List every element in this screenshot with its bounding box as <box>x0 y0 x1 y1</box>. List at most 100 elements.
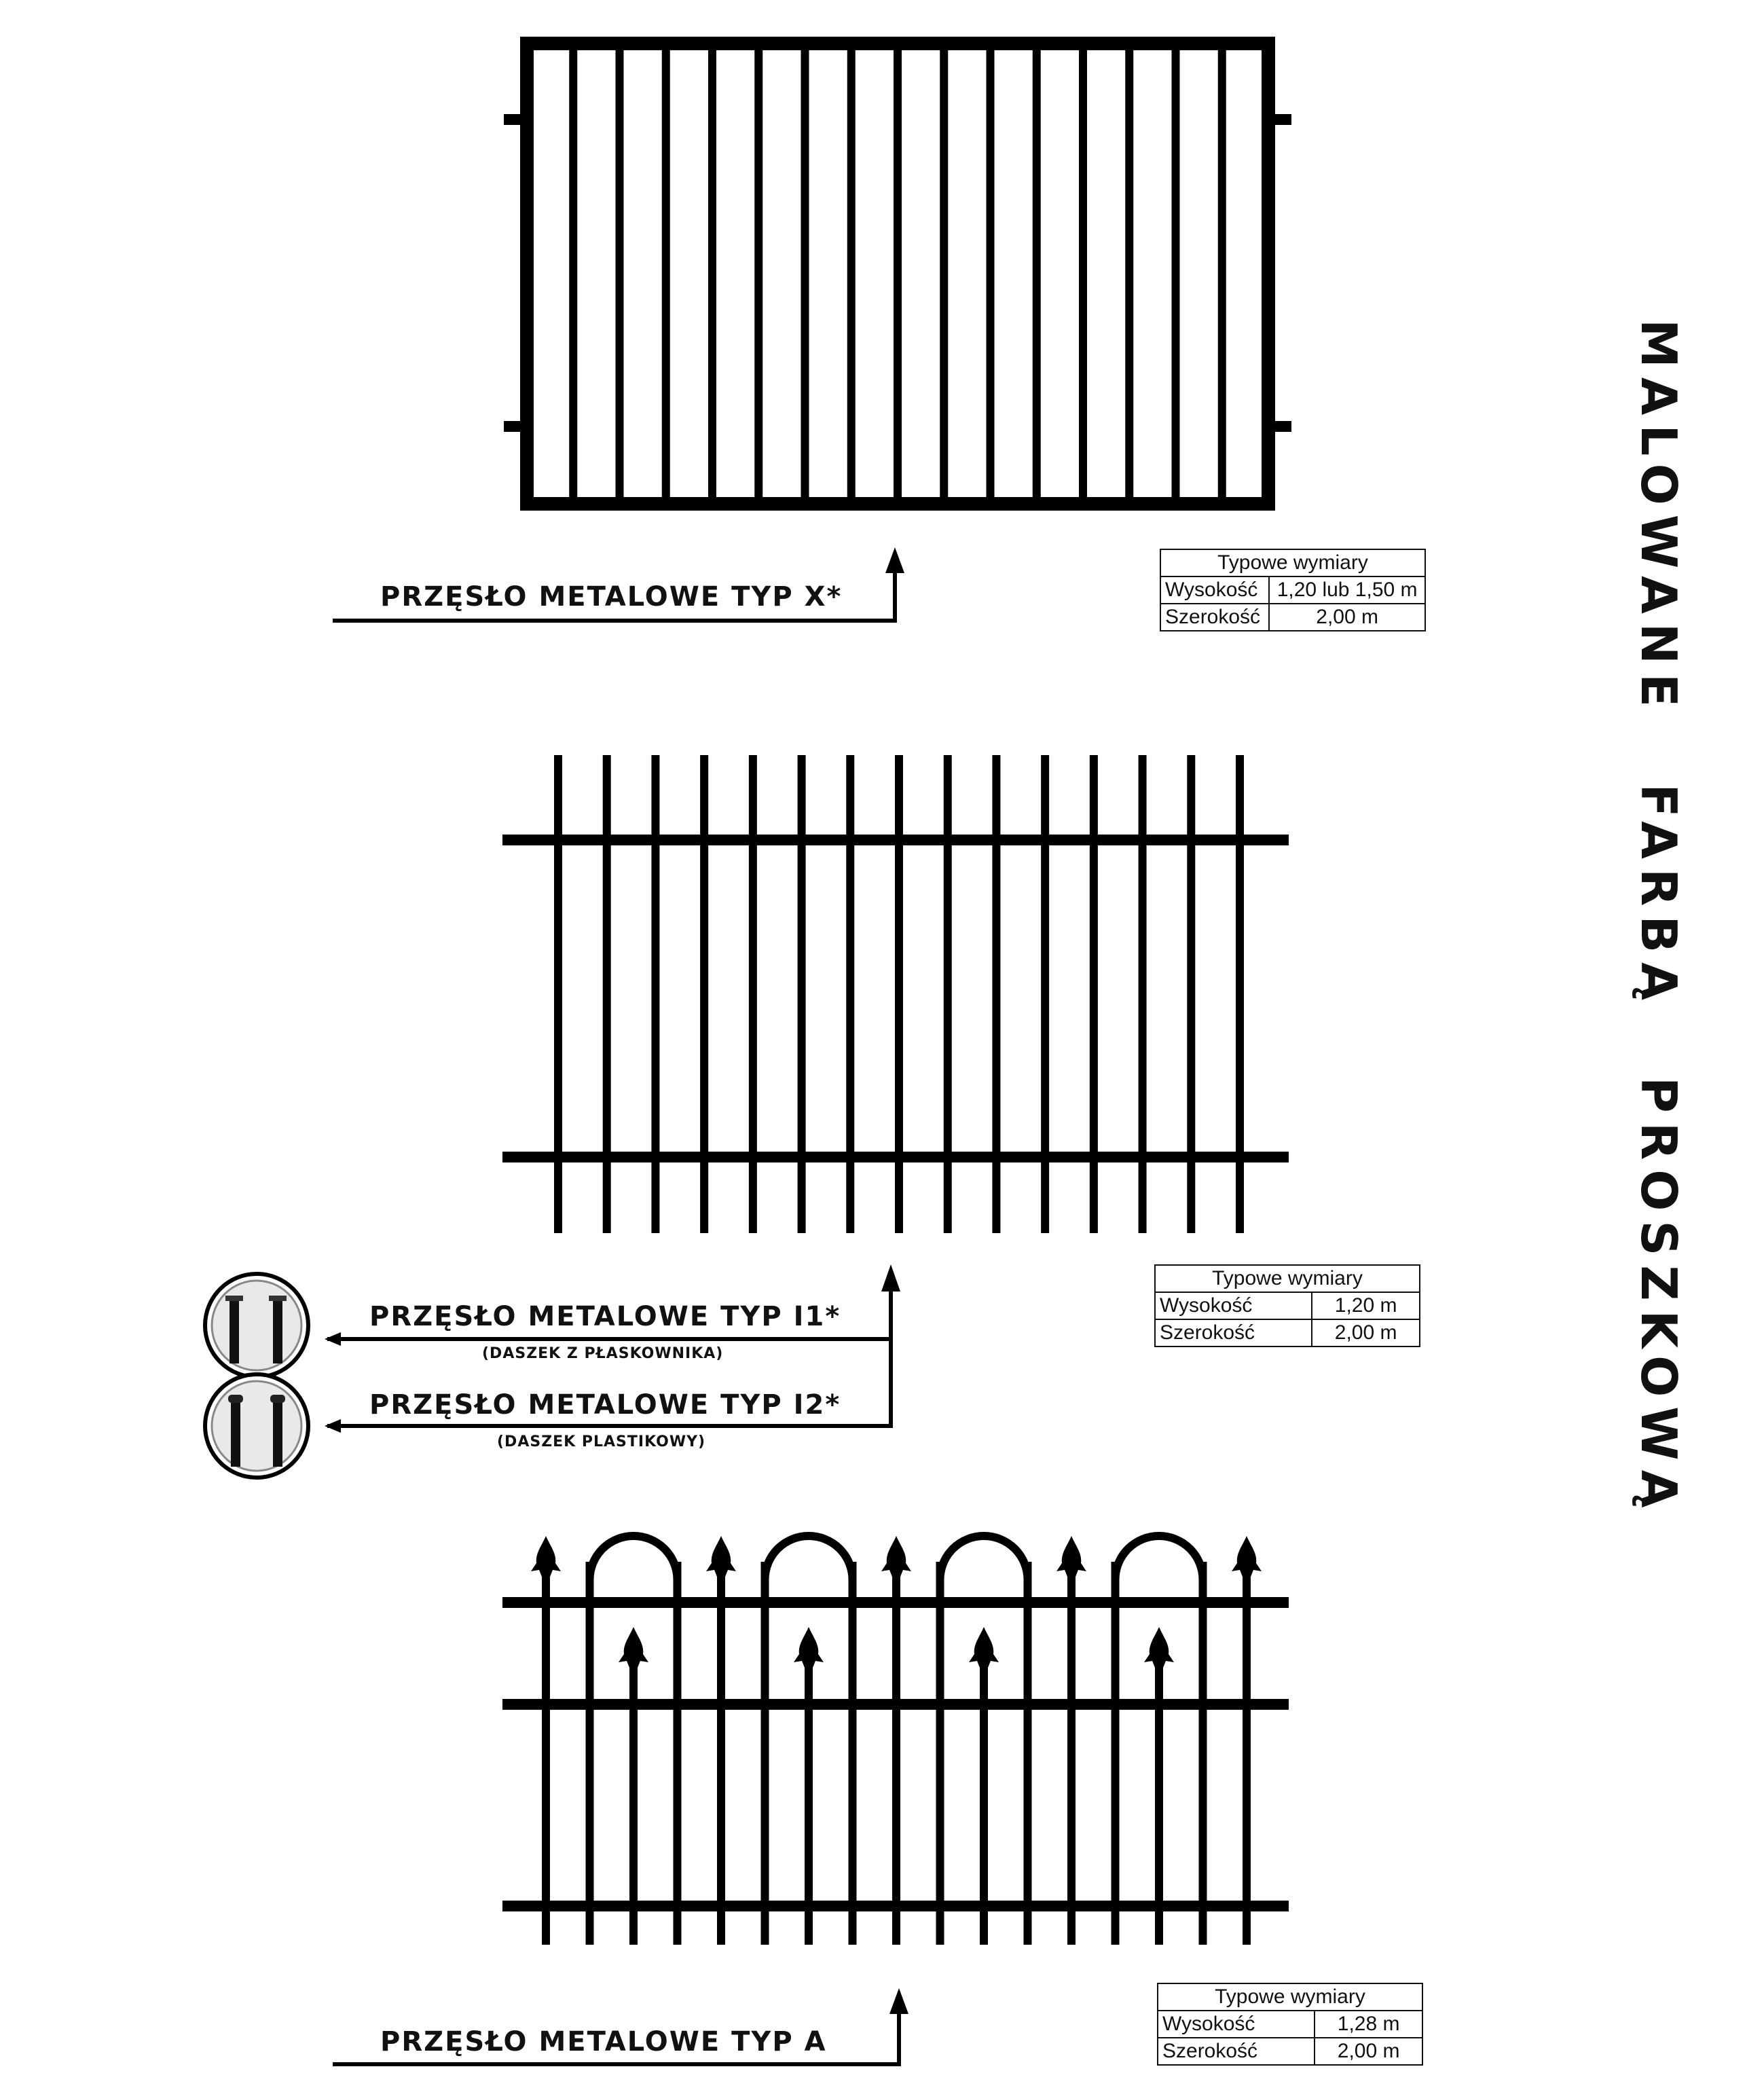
bars-a <box>531 1536 1262 1945</box>
dims-header: Typowe wymiary <box>1154 1264 1420 1293</box>
bar-i <box>1041 755 1050 1233</box>
dims-value: 1,20 m <box>1311 1292 1420 1320</box>
bar-i <box>846 755 855 1233</box>
dims-header: Typowe wymiary <box>1160 549 1426 577</box>
bar-x <box>1217 43 1226 504</box>
bar-x <box>847 43 856 504</box>
arch-a <box>936 1532 1032 1604</box>
rail-2-a <box>502 1699 1289 1710</box>
panel-i2-label: PRZĘSŁO METALOWE TYP I2* <box>369 1389 841 1421</box>
bar-x <box>615 43 624 504</box>
label-arrow-a: PRZĘSŁO METALOWE TYP A <box>333 1988 908 2066</box>
panel-i1-note: (DASZEK Z PŁASKOWNIKA) <box>482 1345 723 1362</box>
dims-key: Szerokość <box>1159 603 1270 631</box>
arch-a <box>1111 1532 1207 1604</box>
spear-finial <box>1144 1627 1174 1668</box>
arch-a <box>585 1532 682 1604</box>
bar-i <box>1138 755 1147 1233</box>
label-arrow-i: PRZĘSŁO METALOWE TYP I1* (DASZEK Z PŁASK… <box>325 1264 900 1450</box>
bar-i <box>1187 755 1196 1233</box>
bar-a-short <box>1155 1657 1163 1945</box>
bar-i <box>797 755 806 1233</box>
bar-x <box>661 43 670 504</box>
bar-x <box>1032 43 1041 504</box>
bar-i <box>700 755 709 1233</box>
bar-x <box>940 43 949 504</box>
panel-i2-note: (DASZEK PLASTIKOWY) <box>497 1433 705 1450</box>
bar-i <box>895 755 903 1233</box>
rail-1-a <box>502 1597 1289 1608</box>
panel-a-label: PRZĘSŁO METALOWE TYP A <box>380 2026 827 2057</box>
side-title-text: MALOWANE FARBĄ PROSZKOWĄ <box>1630 319 1687 1518</box>
dims-key: Wysokość <box>1156 2010 1316 2038</box>
dims-header: Typowe wymiary <box>1157 1983 1423 2011</box>
bar-a-arch <box>1198 1562 1207 1945</box>
spear-finial <box>531 1536 561 1577</box>
rail-3-a <box>502 1901 1289 1911</box>
dims-key: Wysokość <box>1154 1292 1313 1320</box>
bar-x <box>1171 43 1180 504</box>
mount-lug <box>1268 114 1291 125</box>
spear-finial <box>619 1627 648 1668</box>
bar-x <box>1125 43 1134 504</box>
bar-x <box>1079 43 1087 504</box>
spear-finial <box>881 1536 911 1577</box>
mount-lug <box>504 114 527 125</box>
bar-i <box>748 755 757 1233</box>
bar-a-tall <box>1243 1562 1251 1945</box>
dims-value: 1,28 m <box>1314 2010 1423 2038</box>
dims-key: Szerokość <box>1156 2037 1316 2066</box>
side-title: MALOWANE FARBĄ PROSZKOWĄ <box>1630 319 1687 1643</box>
dims-value: 1,20 lub 1,50 m <box>1268 576 1426 604</box>
spear-finial <box>794 1627 824 1668</box>
bar-i <box>554 755 562 1233</box>
dims-key: Wysokość <box>1159 576 1270 604</box>
spear-finial <box>969 1627 999 1668</box>
rail-bottom-i <box>502 1152 1289 1162</box>
label-arrow-x: PRZĘSŁO METALOWE TYP X* <box>333 547 904 623</box>
arch-a <box>760 1532 857 1604</box>
bar-a-arch <box>585 1562 594 1945</box>
bar-a-arch <box>760 1562 769 1945</box>
bars-x <box>569 43 1226 504</box>
fence-panel-i <box>502 755 1289 1233</box>
post-cap-detail-flatbar <box>203 1272 310 1379</box>
bar-a-tall <box>1067 1562 1076 1945</box>
bar-a-tall <box>717 1562 725 1945</box>
bar-i <box>943 755 952 1233</box>
panel-x-label: PRZĘSŁO METALOWE TYP X* <box>380 581 842 612</box>
bar-x <box>986 43 995 504</box>
fence-panel-x <box>504 37 1291 511</box>
bar-a-short <box>805 1657 813 1945</box>
rail-top-i <box>502 835 1289 845</box>
dims-value: 2,00 m <box>1314 2037 1423 2066</box>
bar-a-tall <box>542 1562 550 1945</box>
mount-lug <box>504 421 527 432</box>
bar-i <box>651 755 660 1233</box>
bar-i <box>992 755 1001 1233</box>
dims-value: 2,00 m <box>1311 1319 1420 1347</box>
bar-a-short <box>629 1657 638 1945</box>
dims-value: 2,00 m <box>1268 603 1426 631</box>
dims-key: Szerokość <box>1154 1319 1313 1347</box>
bar-x <box>894 43 902 504</box>
bar-x <box>569 43 578 504</box>
spear-finial <box>1056 1536 1086 1577</box>
bar-a-arch <box>848 1562 857 1945</box>
bar-a-arch <box>1111 1562 1120 1945</box>
bar-a-arch <box>936 1562 944 1945</box>
mount-lug <box>1268 421 1291 432</box>
bar-a-tall <box>892 1562 900 1945</box>
bars-i <box>554 755 1244 1233</box>
bar-x <box>801 43 809 504</box>
spear-finial <box>1232 1536 1262 1577</box>
bar-a-arch <box>1023 1562 1032 1945</box>
bar-i <box>602 755 611 1233</box>
bar-x <box>708 43 716 504</box>
bar-i <box>1089 755 1098 1233</box>
bar-x <box>754 43 763 504</box>
